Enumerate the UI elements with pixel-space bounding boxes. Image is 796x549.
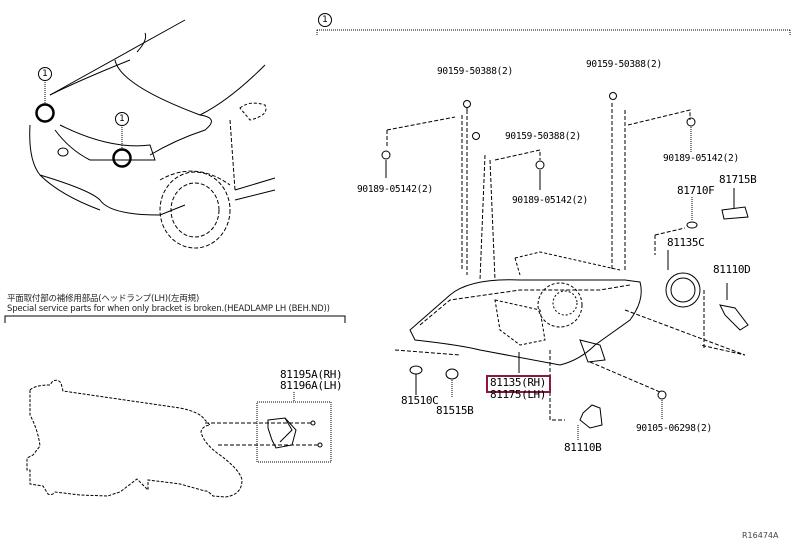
- part-label-81110D[interactable]: 81110D: [713, 263, 751, 276]
- vehicle-callout-left: 1: [38, 67, 52, 81]
- part-label-81510C[interactable]: 81510C: [401, 394, 439, 407]
- group-bracket-line: [316, 29, 791, 36]
- reference-code: R16474A: [742, 531, 779, 540]
- part-label-81110B[interactable]: 81110B: [564, 441, 602, 454]
- part-label-screw-middle[interactable]: 90159-50388(2): [505, 131, 581, 142]
- part-label-clip-left[interactable]: 90189-05142(2): [357, 184, 433, 195]
- part-label-81710F[interactable]: 81710F: [677, 184, 715, 197]
- special-note-en: Special service parts for when only brac…: [7, 304, 330, 314]
- part-label-81135-rh[interactable]: 81135(RH): [490, 376, 547, 389]
- highlight-box: [486, 375, 551, 393]
- group-callout-1: 1: [318, 13, 332, 27]
- fastener-glyphs: [381, 92, 749, 440]
- special-note-jp: 平面取付部の補修用部品(ヘッドランプ(LH)(左両規): [7, 294, 200, 304]
- part-label-81515B[interactable]: 81515B: [436, 404, 474, 417]
- part-label-81196A[interactable]: 81196A(LH): [280, 379, 343, 392]
- part-label-81135C[interactable]: 81135C: [667, 236, 705, 249]
- vehicle-front-view: [29, 19, 276, 249]
- part-label-clip-right[interactable]: 90189-05142(2): [663, 153, 739, 164]
- part-label-clip-middle[interactable]: 90189-05142(2): [512, 195, 588, 206]
- headlamp-assembly: [409, 251, 642, 366]
- headlamp-outline: [26, 379, 243, 498]
- part-label-screw-top-right[interactable]: 90159-50388(2): [586, 59, 662, 70]
- vehicle-callout-right: 1: [115, 112, 129, 126]
- special-parts-box: [4, 315, 346, 323]
- part-label-screw-bottom[interactable]: 90105-06298(2): [636, 423, 712, 434]
- part-label-screw-top-left[interactable]: 90159-50388(2): [437, 66, 513, 77]
- bracket-detail-box: [256, 401, 332, 463]
- part-label-81715B[interactable]: 81715B: [719, 173, 757, 186]
- leader-lines: [386, 103, 746, 421]
- part-label-81195A[interactable]: 81195A(RH): [280, 368, 343, 381]
- part-label-81175-lh[interactable]: 81175(LH): [490, 388, 547, 401]
